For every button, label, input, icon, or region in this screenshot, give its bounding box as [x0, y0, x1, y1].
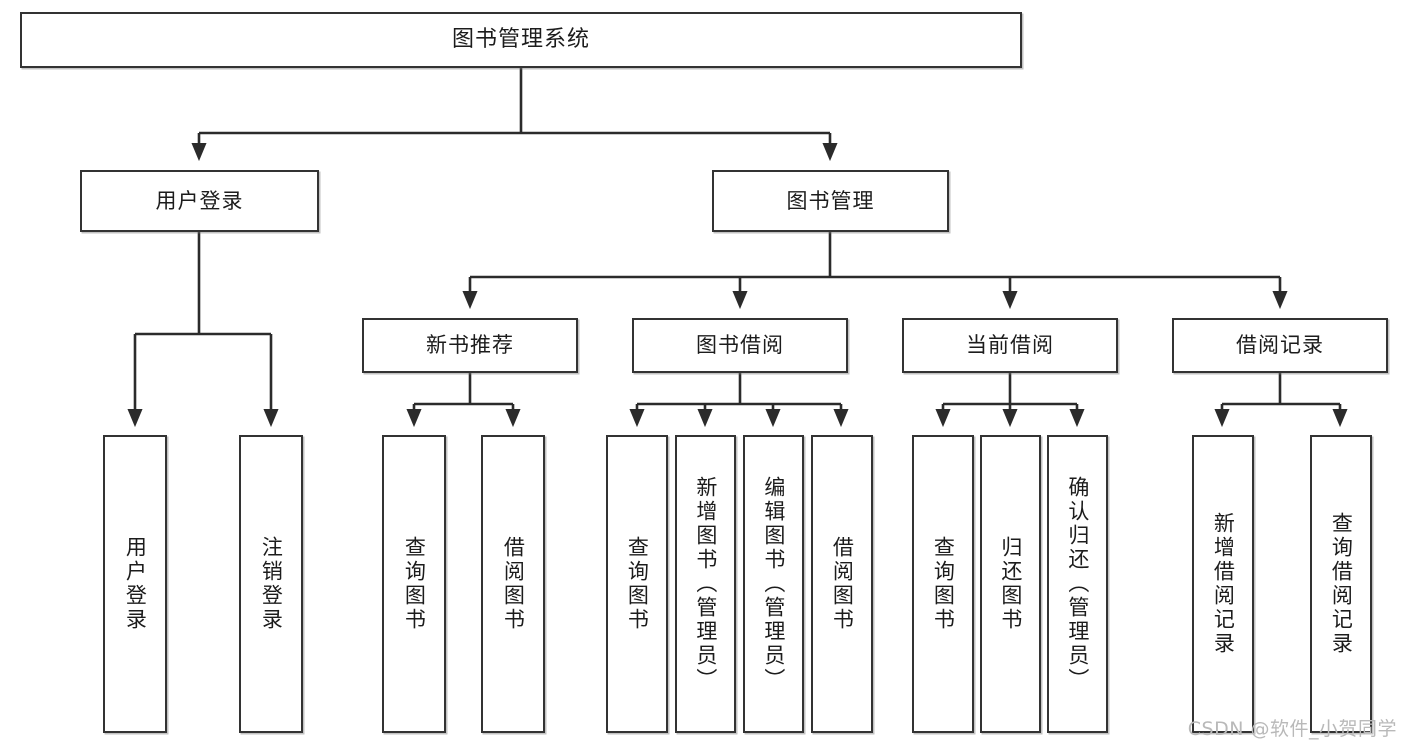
node-new-book-recommend[interactable]: 新书推荐 — [362, 318, 578, 373]
node-label: 用户登录 — [155, 188, 244, 213]
node-label: 编辑图书（管理员） — [761, 476, 786, 692]
node-label: 借阅图书 — [830, 536, 855, 632]
node-label: 查询图书 — [402, 536, 427, 632]
node-label: 新增借阅记录 — [1211, 512, 1236, 656]
node-label: 查询图书 — [931, 536, 956, 632]
node-user-login[interactable]: 用户登录 — [80, 170, 319, 232]
node-label: 用户登录 — [123, 536, 148, 632]
leaf-current-borrow-query[interactable]: 查询图书 — [912, 435, 974, 733]
leaf-new-book-borrow[interactable]: 借阅图书 — [481, 435, 545, 733]
leaf-user-login-signin[interactable]: 用户登录 — [103, 435, 167, 733]
node-root-system[interactable]: 图书管理系统 — [20, 12, 1022, 68]
node-label: 借阅记录 — [1236, 333, 1324, 358]
node-book-management[interactable]: 图书管理 — [712, 170, 949, 232]
node-label: 确认归还（管理员） — [1065, 476, 1090, 692]
node-label: 新增图书（管理员） — [693, 476, 718, 692]
node-label: 新书推荐 — [426, 333, 514, 358]
node-borrow-record[interactable]: 借阅记录 — [1172, 318, 1388, 373]
node-label: 当前借阅 — [966, 333, 1054, 358]
leaf-book-borrow-lend[interactable]: 借阅图书 — [811, 435, 873, 733]
node-label: 图书管理 — [786, 188, 875, 213]
leaf-current-borrow-return[interactable]: 归还图书 — [980, 435, 1041, 733]
leaf-book-borrow-query[interactable]: 查询图书 — [606, 435, 668, 733]
leaf-borrow-record-query[interactable]: 查询借阅记录 — [1310, 435, 1372, 733]
leaf-book-borrow-edit[interactable]: 编辑图书（管理员） — [743, 435, 804, 733]
node-label: 图书管理系统 — [451, 27, 590, 53]
leaf-new-book-query[interactable]: 查询图书 — [382, 435, 446, 733]
leaf-book-borrow-add[interactable]: 新增图书（管理员） — [675, 435, 736, 733]
leaf-borrow-record-add[interactable]: 新增借阅记录 — [1192, 435, 1254, 733]
node-label: 注销登录 — [259, 536, 284, 632]
node-current-borrow[interactable]: 当前借阅 — [902, 318, 1118, 373]
watermark-text: CSDN @软件_小贺同学 — [1187, 718, 1397, 740]
node-label: 查询图书 — [625, 536, 650, 632]
leaf-user-login-signout[interactable]: 注销登录 — [239, 435, 303, 733]
node-book-borrow[interactable]: 图书借阅 — [632, 318, 848, 373]
node-label: 借阅图书 — [501, 536, 526, 632]
node-label: 查询借阅记录 — [1329, 512, 1354, 656]
node-label: 图书借阅 — [696, 333, 784, 358]
leaf-current-borrow-confirm[interactable]: 确认归还（管理员） — [1047, 435, 1108, 733]
node-label: 归还图书 — [998, 536, 1023, 632]
